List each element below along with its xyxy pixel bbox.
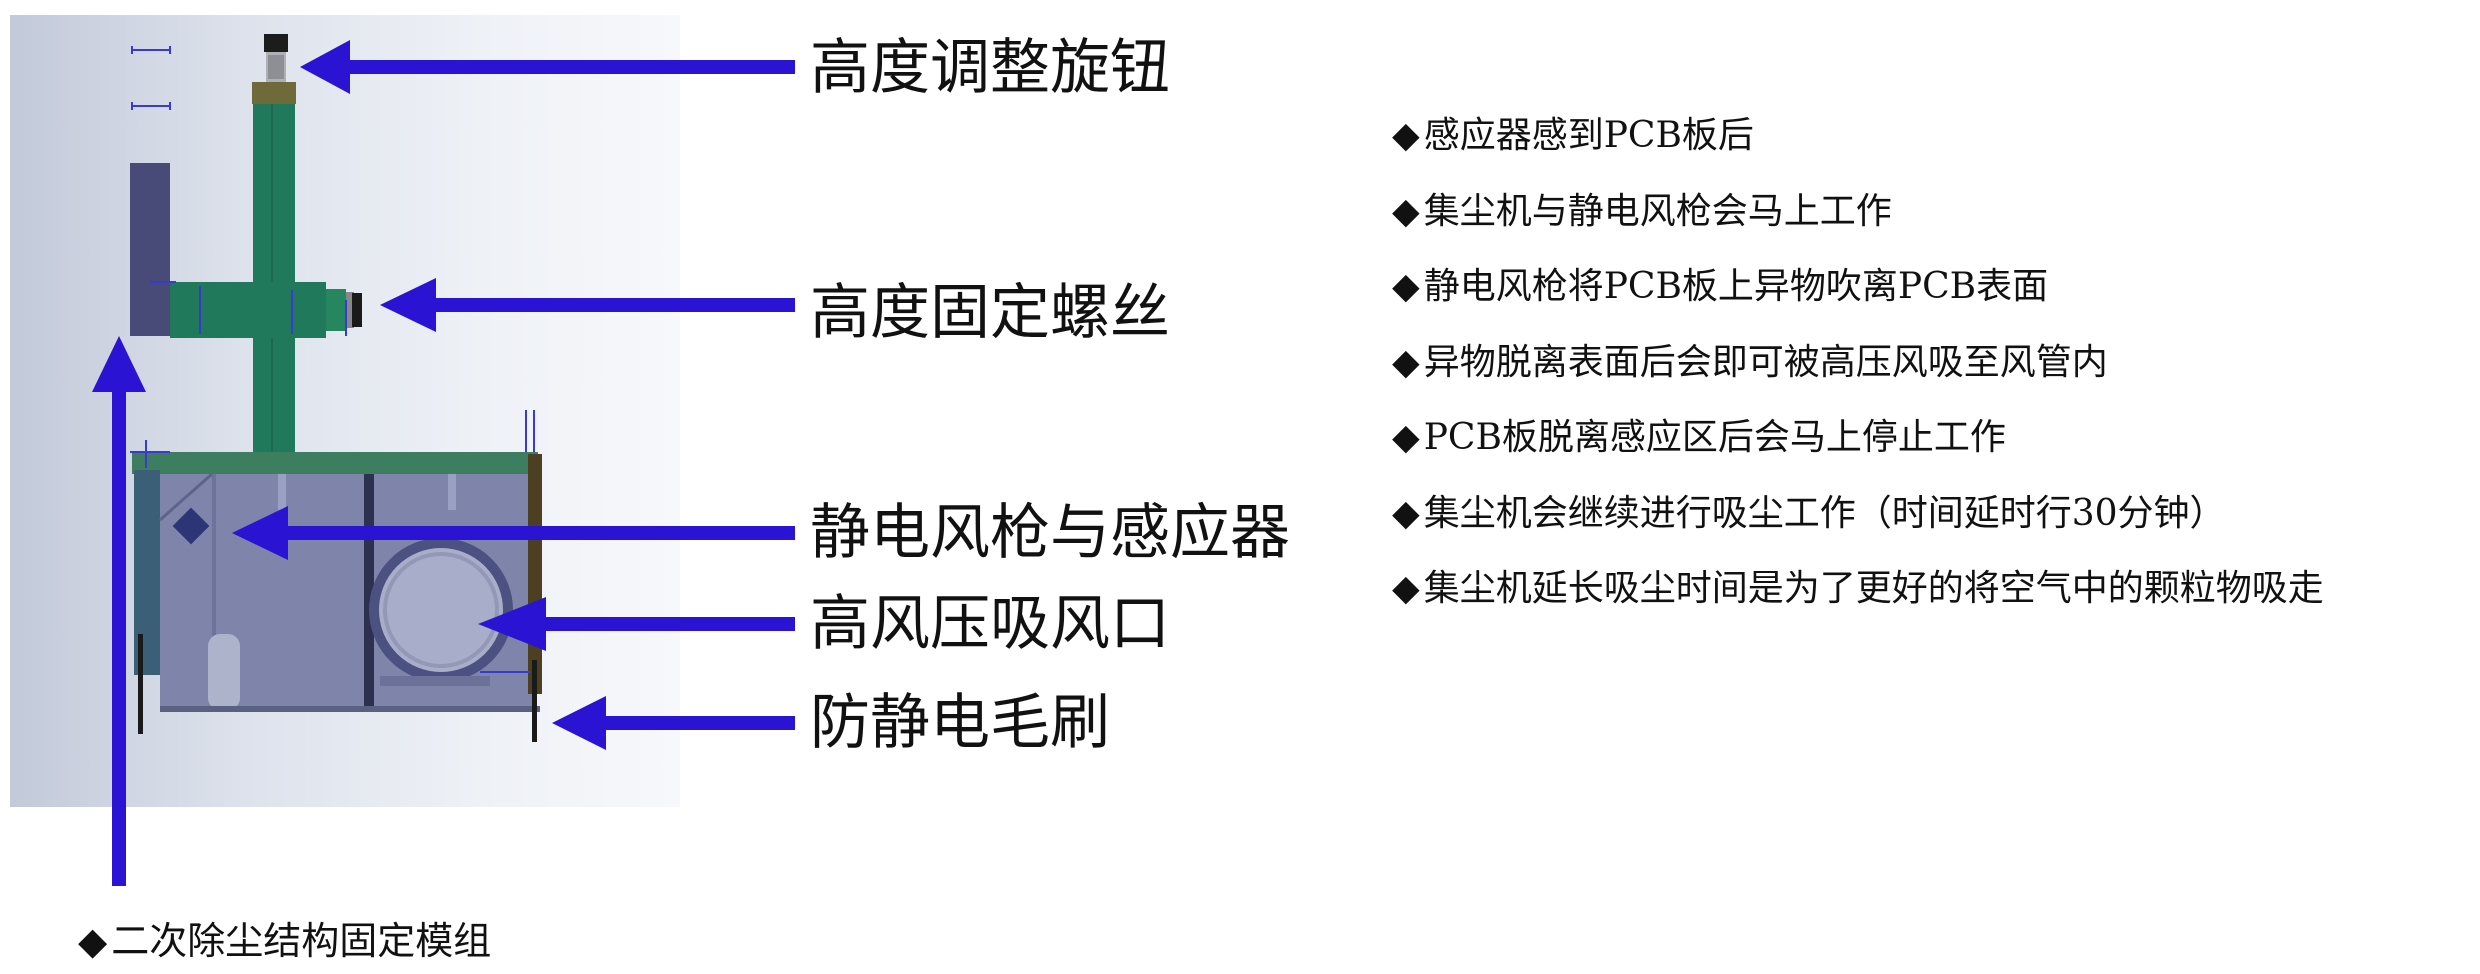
diamond-bullet-icon: ◆ — [1392, 492, 1420, 534]
arrow-gun-sensor — [232, 506, 795, 560]
arrow-brush — [552, 696, 795, 750]
vertical-post — [253, 104, 295, 454]
diamond-bullet-icon: ◆ — [1392, 266, 1420, 307]
list-item: ◆集尘机会继续进行吸尘工作（时间延时行30分钟） — [1392, 490, 2324, 566]
list-item: ◆集尘机延长吸尘时间是为了更好的将空气中的颗粒物吸走 — [1392, 565, 2324, 641]
callout-height-fixing-screw: 高度固定螺丝 — [810, 278, 1170, 348]
arrow-knob — [300, 40, 795, 94]
module-3d-model — [130, 34, 542, 742]
callout-height-adjust-knob: 高度调整旋钮 — [810, 33, 1170, 103]
callout-static-gun-and-sensor: 静电风枪与感应器 — [810, 498, 1290, 568]
arrow-fixed-module — [92, 336, 146, 886]
fixed-module-label: ◆二次除尘结构固定模组 — [78, 919, 492, 963]
diamond-bullet-icon: ◆ — [1392, 417, 1420, 458]
list-item: ◆静电风枪将PCB板上异物吹离PCB表面 — [1392, 263, 2324, 339]
list-item: ◆PCB板脱离感应区后会马上停止工作 — [1392, 414, 2324, 490]
horizontal-arm — [150, 281, 362, 338]
list-item: ◆异物脱离表面后会即可被高压风吸至风管内 — [1392, 339, 2324, 415]
diamond-bullet-icon: ◆ — [1392, 341, 1420, 383]
arrow-suction-inlet — [478, 597, 795, 651]
list-item: ◆感应器感到PCB板后 — [1392, 112, 2324, 188]
height-adjust-knob — [252, 34, 296, 104]
main-housing — [130, 410, 542, 742]
callout-anti-static-brush: 防静电毛刷 — [810, 688, 1110, 758]
dimension-marks — [131, 46, 171, 110]
list-item: ◆集尘机与静电风枪会马上工作 — [1392, 188, 2324, 264]
diamond-bullet-icon: ◆ — [1392, 190, 1420, 232]
callout-high-pressure-suction-inlet: 高风压吸风口 — [810, 589, 1170, 659]
diamond-bullet-icon: ◆ — [78, 919, 108, 963]
arrow-screw — [380, 278, 795, 332]
diamond-bullet-icon: ◆ — [1392, 115, 1420, 156]
operation-steps-list: ◆感应器感到PCB板后 ◆集尘机与静电风枪会马上工作 ◆静电风枪将PCB板上异物… — [1392, 112, 2324, 641]
diamond-bullet-icon: ◆ — [1392, 568, 1420, 609]
left-mounting-plate — [130, 163, 170, 336]
callout-arrows — [92, 40, 795, 886]
